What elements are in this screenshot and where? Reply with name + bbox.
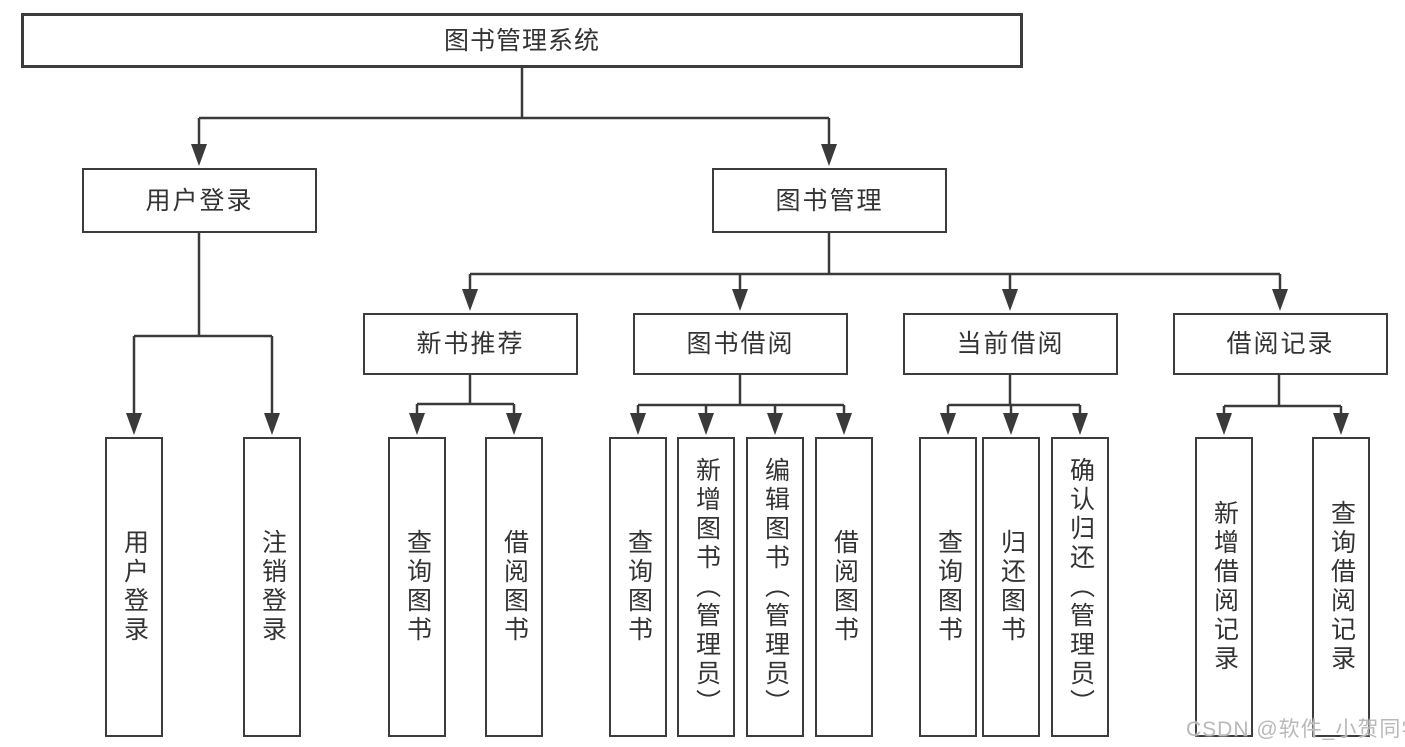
- node-label: 借阅图书: [500, 529, 529, 645]
- node-user-login: 用户登录: [82, 168, 317, 233]
- connector-paths: [132, 68, 1343, 417]
- node-label: 查询图书: [934, 529, 963, 645]
- node-book-borrowing: 图书借阅: [633, 313, 848, 375]
- arrowhead-icons: [126, 144, 1349, 435]
- leaf-return-books: 归还图书: [982, 437, 1040, 737]
- leaf-logout: 注销登录: [243, 437, 301, 737]
- node-label: 借阅记录: [1226, 330, 1335, 358]
- node-label: 编辑图书（管理员）: [761, 456, 790, 718]
- node-label: 用户登录: [120, 529, 149, 645]
- csdn-watermark: CSDN @软件_小贺同学: [1186, 718, 1405, 741]
- leaf-query-books-current: 查询图书: [919, 437, 977, 737]
- node-label: 图书借阅: [686, 330, 795, 358]
- node-book-management: 图书管理: [712, 168, 947, 233]
- leaf-borrow-books: 借阅图书: [815, 437, 873, 737]
- node-label: 注销登录: [258, 529, 287, 645]
- leaf-add-borrow-record: 新增借阅记录: [1195, 437, 1253, 737]
- leaf-query-books-recommend: 查询图书: [388, 437, 446, 737]
- leaf-query-books-borrowing: 查询图书: [609, 437, 667, 737]
- node-new-book-recommendation: 新书推荐: [363, 313, 578, 375]
- node-label: 图书管理: [775, 186, 884, 215]
- node-label: 查询图书: [624, 529, 653, 645]
- node-label: 当前借阅: [956, 330, 1065, 358]
- node-label: 归还图书: [997, 529, 1026, 645]
- node-current-borrowing: 当前借阅: [903, 313, 1118, 375]
- node-label: 新书推荐: [416, 330, 525, 358]
- leaf-edit-book-admin: 编辑图书（管理员）: [746, 437, 804, 737]
- node-label: 查询图书: [403, 529, 432, 645]
- leaf-borrow-books-recommend: 借阅图书: [485, 437, 543, 737]
- node-label: 用户登录: [145, 186, 254, 215]
- node-label: 借阅图书: [830, 529, 859, 645]
- node-label: 图书管理系统: [443, 26, 600, 55]
- leaf-add-book-admin: 新增图书（管理员）: [677, 437, 735, 737]
- leaf-user-login: 用户登录: [105, 437, 163, 737]
- node-label: 新增图书（管理员）: [692, 456, 721, 718]
- node-borrowing-records: 借阅记录: [1173, 313, 1388, 375]
- leaf-query-borrow-record: 查询借阅记录: [1312, 437, 1370, 737]
- node-library-management-system: 图书管理系统: [21, 13, 1023, 68]
- node-label: 确认归还（管理员）: [1066, 456, 1095, 718]
- node-label: 查询借阅记录: [1327, 500, 1356, 674]
- leaf-confirm-return-admin: 确认归还（管理员）: [1051, 437, 1109, 737]
- node-label: 新增借阅记录: [1210, 500, 1239, 674]
